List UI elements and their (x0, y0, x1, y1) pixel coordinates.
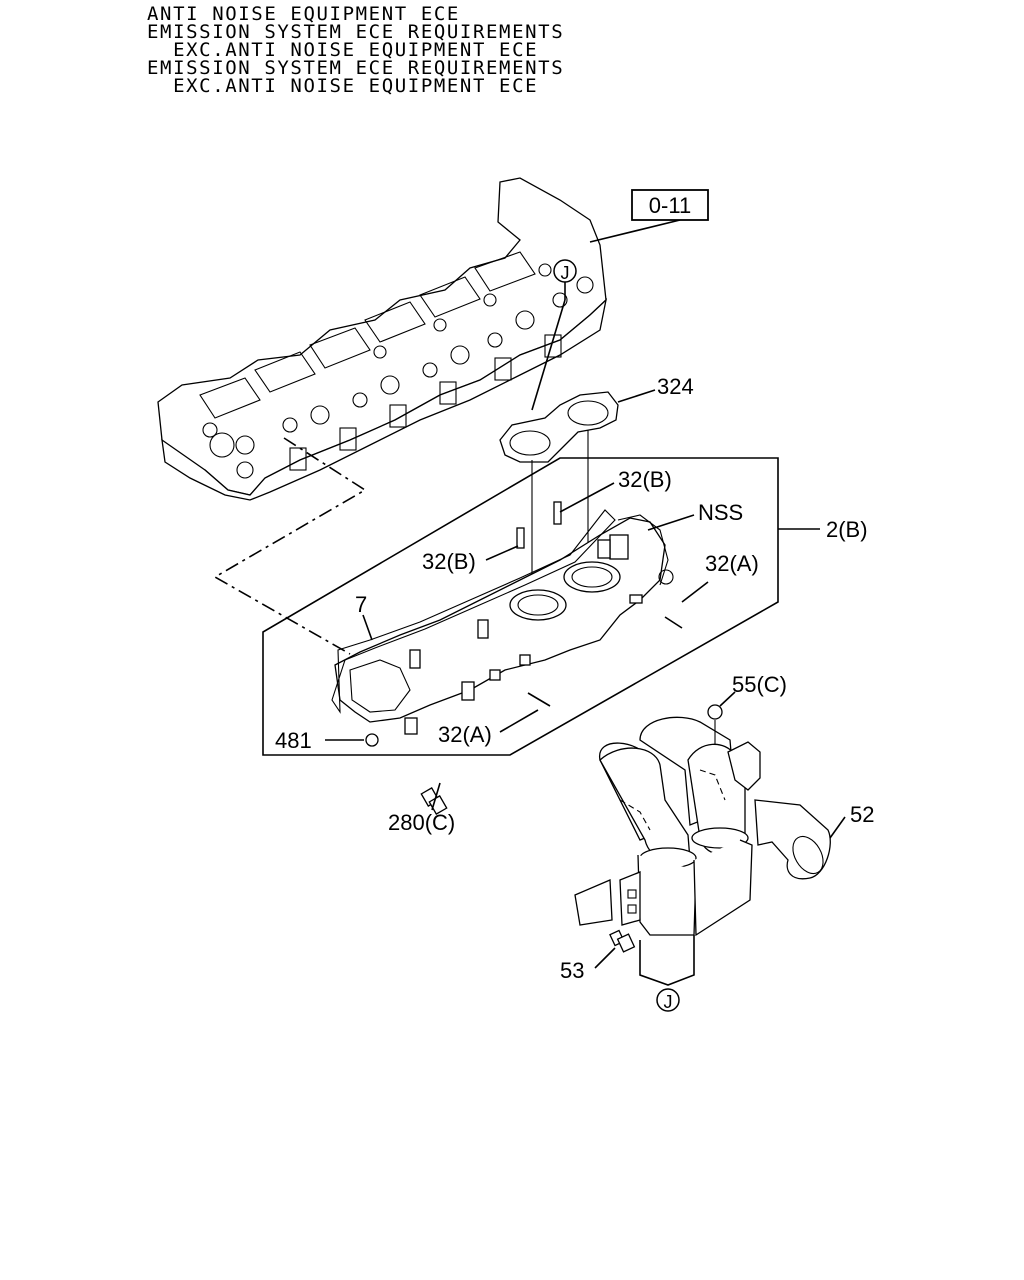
connector-j-bottom (656, 988, 680, 1012)
callout-32b-upper: 32(B) (618, 467, 672, 492)
assembly-2b-bracket (262, 457, 779, 756)
header-line-4: EMISSION SYSTEM ECE REQUIREMENTS (147, 57, 565, 79)
applicability-header: ANTI NOISE EQUIPMENT ECE EMISSION SYSTEM… (0, 0, 1024, 110)
gasket-324 (499, 391, 619, 463)
leader-ref-box (589, 219, 681, 243)
header-line-5: EXC.ANTI NOISE EQUIPMENT ECE (147, 75, 539, 97)
callout-481: 481 (275, 728, 312, 753)
ref-box (631, 189, 709, 221)
intake-manifold (334, 501, 683, 735)
cylinder-head (157, 177, 608, 501)
header-line-2: EMISSION SYSTEM ECE REQUIREMENTS (147, 21, 565, 43)
connector-j-bottom-label: J (664, 992, 673, 1012)
callout-55c: 55(C) (732, 672, 787, 697)
callout-280c: 280(C) (388, 810, 455, 835)
bolt-53 (609, 929, 636, 953)
connector-j-top-label: J (561, 263, 570, 283)
callout-7: 7 (355, 592, 367, 617)
callout-52: 52 (850, 802, 874, 827)
manifold-gasket-7 (331, 509, 616, 714)
callout-324: 324 (657, 374, 694, 399)
callout-32b-left: 32(B) (422, 549, 476, 574)
callout-2b: 2(B) (826, 517, 868, 542)
intake-pipe-52 (574, 716, 831, 937)
header-line-1: ANTI NOISE EQUIPMENT ECE (147, 3, 460, 25)
callout-32a-right: 32(A) (705, 551, 759, 576)
callout-nss: NSS (698, 500, 743, 525)
callout-53: 53 (560, 958, 584, 983)
header-line-3: EXC.ANTI NOISE EQUIPMENT ECE (147, 39, 539, 61)
callout-32a-lower: 32(A) (438, 722, 492, 747)
ref-box-label: 0-11 (649, 193, 691, 218)
